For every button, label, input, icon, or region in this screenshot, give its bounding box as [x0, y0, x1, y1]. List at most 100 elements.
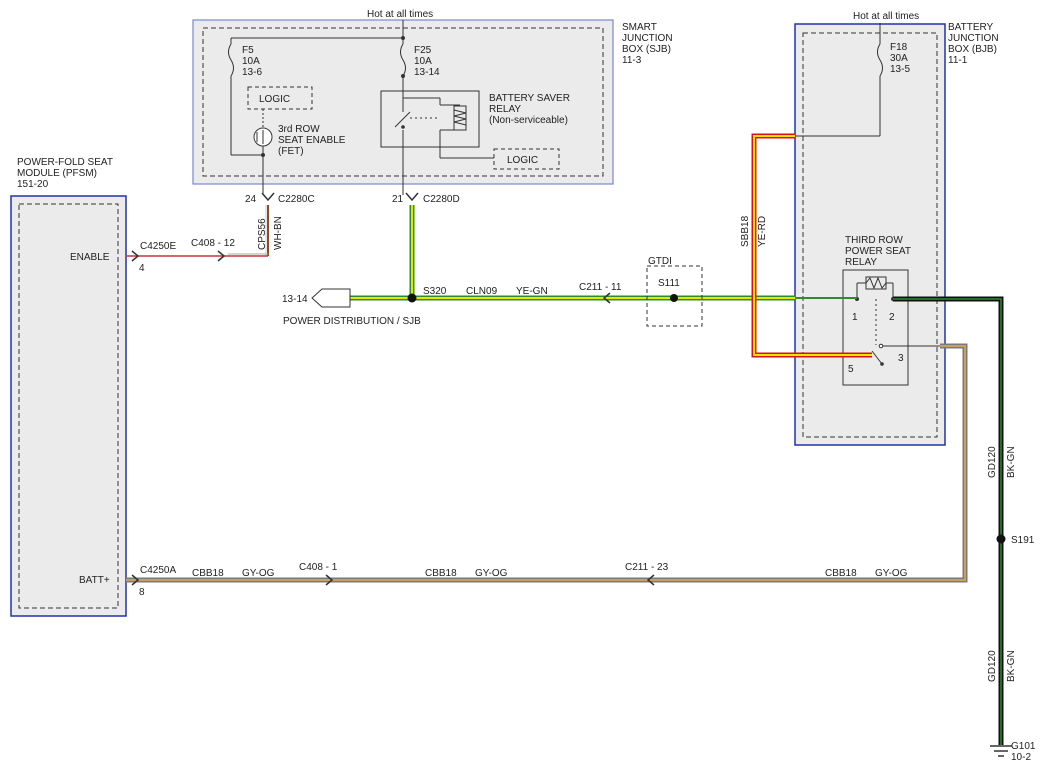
c2280d-pin: 21	[392, 194, 404, 205]
f5-label-1: F5	[242, 45, 254, 56]
pfsm-title-3: 151-20	[17, 179, 49, 190]
f18-label-1: F18	[890, 42, 908, 53]
logic-box-1: LOGIC	[259, 94, 290, 105]
relay-pin-1: 1	[852, 312, 858, 323]
wire-cbb18	[126, 343, 968, 583]
power-dist-label: POWER DISTRIBUTION / SJB	[283, 316, 421, 327]
power-distribution-arrow-icon	[311, 288, 351, 308]
bsr-label-3: (Non-serviceable)	[489, 115, 568, 126]
bsr-label-2: RELAY	[489, 104, 521, 115]
gy-og-label-1: GY-OG	[242, 568, 275, 579]
s320-label: S320	[423, 286, 447, 297]
cbb18-label-3: CBB18	[825, 568, 857, 579]
bjb-title-3: BOX (BJB)	[948, 44, 997, 55]
c2280d-label: C2280D	[423, 194, 460, 205]
pfsm-batt-label: BATT+	[79, 575, 110, 586]
pfsm-title-1: POWER-FOLD SEAT	[17, 157, 113, 168]
c2280c-pin: 24	[245, 194, 257, 205]
ground-name: G101	[1011, 741, 1036, 752]
c4250e-label: C4250E	[140, 241, 176, 252]
fuse-f25-icon	[400, 43, 406, 77]
wire-cps56	[126, 205, 269, 257]
splice-s320	[407, 293, 417, 303]
smart-junction-box: SMART JUNCTION BOX (SJB) 11-3 Hot at all…	[192, 9, 673, 195]
fet-label-1: 3rd ROW	[278, 124, 320, 135]
gtdi-box	[646, 265, 703, 327]
c4250a-pin: 8	[139, 587, 145, 598]
sbb18-label: SBB18	[740, 215, 751, 247]
relay-title-2: POWER SEAT	[845, 246, 911, 257]
connector-c4250e-icon	[131, 250, 140, 262]
relay-pin-2: 2	[889, 312, 895, 323]
relay-pin-3: 3	[898, 353, 904, 364]
pfsm-title-2: MODULE (PFSM)	[17, 168, 97, 179]
s191-label: S191	[1011, 535, 1035, 546]
sjb-title-1: SMART	[622, 22, 657, 33]
wire-sbb18	[751, 133, 872, 358]
connector-c211-23-icon	[646, 574, 655, 586]
wh-bn-label: WH-BN	[273, 216, 284, 250]
sjb-hot-label: Hot at all times	[367, 9, 433, 20]
bsr-label-1: BATTERY SAVER	[489, 93, 570, 104]
f25-label-3: 13-14	[414, 67, 440, 78]
relay-switch-contact	[394, 111, 411, 128]
gd120-label-1: GD120	[987, 446, 998, 478]
c211-11-label: C211 - 11	[579, 282, 622, 293]
f18-label-2: 30A	[890, 53, 908, 64]
gd120-label-2: GD120	[987, 650, 998, 682]
s111-label: S111	[658, 278, 680, 289]
bjb-title-1: BATTERY	[948, 22, 994, 33]
f5-label-3: 13-6	[242, 67, 262, 78]
cbb18-label-1: CBB18	[192, 568, 224, 579]
ye-rd-label: YE-RD	[757, 216, 768, 247]
c408-12-label: C408 - 12	[191, 238, 235, 249]
gtdi-label: GTDI	[648, 256, 672, 267]
splice-s111	[670, 294, 678, 302]
logic-box-2: LOGIC	[507, 155, 538, 166]
splice-s191	[996, 534, 1006, 544]
cbb18-label-2: CBB18	[425, 568, 457, 579]
connector-c2280c-icon	[261, 192, 275, 202]
relay-title-1: THIRD ROW	[845, 235, 903, 246]
sjb-title-3: BOX (SJB)	[622, 44, 671, 55]
sjb-title-2: JUNCTION	[622, 33, 673, 44]
relay-title-3: RELAY	[845, 257, 877, 268]
bk-gn-label-1: BK-GN	[1006, 446, 1017, 478]
wire-gd120	[893, 296, 1004, 745]
fuse-f5-icon	[228, 43, 234, 77]
f25-label-2: 10A	[414, 56, 432, 67]
bk-gn-label-2: BK-GN	[1006, 650, 1017, 682]
f18-label-3: 13-5	[890, 64, 910, 75]
gy-og-label-2: GY-OG	[475, 568, 508, 579]
ground-ref: 10-2	[1011, 752, 1031, 763]
bjb-title-2: JUNCTION	[948, 33, 999, 44]
power-dist-ref: 13-14	[282, 294, 308, 305]
connector-c211-11-icon	[602, 292, 611, 304]
relay-pin-5: 5	[848, 364, 854, 375]
cln09-label: CLN09	[466, 286, 498, 297]
connector-c2280d-icon	[405, 192, 419, 202]
bjb-hot-label: Hot at all times	[853, 11, 919, 22]
c4250e-pin: 4	[139, 263, 145, 274]
f5-label-2: 10A	[242, 56, 260, 67]
power-fold-seat-module: POWER-FOLD SEAT MODULE (PFSM) 151-20 ENA…	[10, 157, 127, 617]
cps56-label: CPS56	[257, 218, 268, 250]
gy-og-label-3: GY-OG	[875, 568, 908, 579]
sjb-title-4: 11-3	[622, 55, 642, 66]
connector-c4250a-icon	[131, 574, 140, 586]
c211-23-label: C211 - 23	[625, 562, 669, 573]
fet-label-2: SEAT ENABLE	[278, 135, 346, 146]
connector-c408-12-icon	[217, 250, 226, 262]
bjb-title-4: 11-1	[948, 55, 968, 66]
connector-c408-1-icon	[325, 574, 334, 586]
c408-1-label: C408 - 1	[299, 562, 338, 573]
fuse-f18-icon	[877, 43, 883, 77]
pfsm-enable-label: ENABLE	[70, 252, 110, 263]
c2280c-label: C2280C	[278, 194, 315, 205]
f25-label-1: F25	[414, 45, 432, 56]
ground-icon	[990, 745, 1012, 757]
ye-gn-label: YE-GN	[516, 286, 548, 297]
battery-junction-box: BATTERY JUNCTION BOX (BJB) 11-1 Hot at a…	[794, 11, 999, 446]
fet-label-3: (FET)	[278, 146, 304, 157]
